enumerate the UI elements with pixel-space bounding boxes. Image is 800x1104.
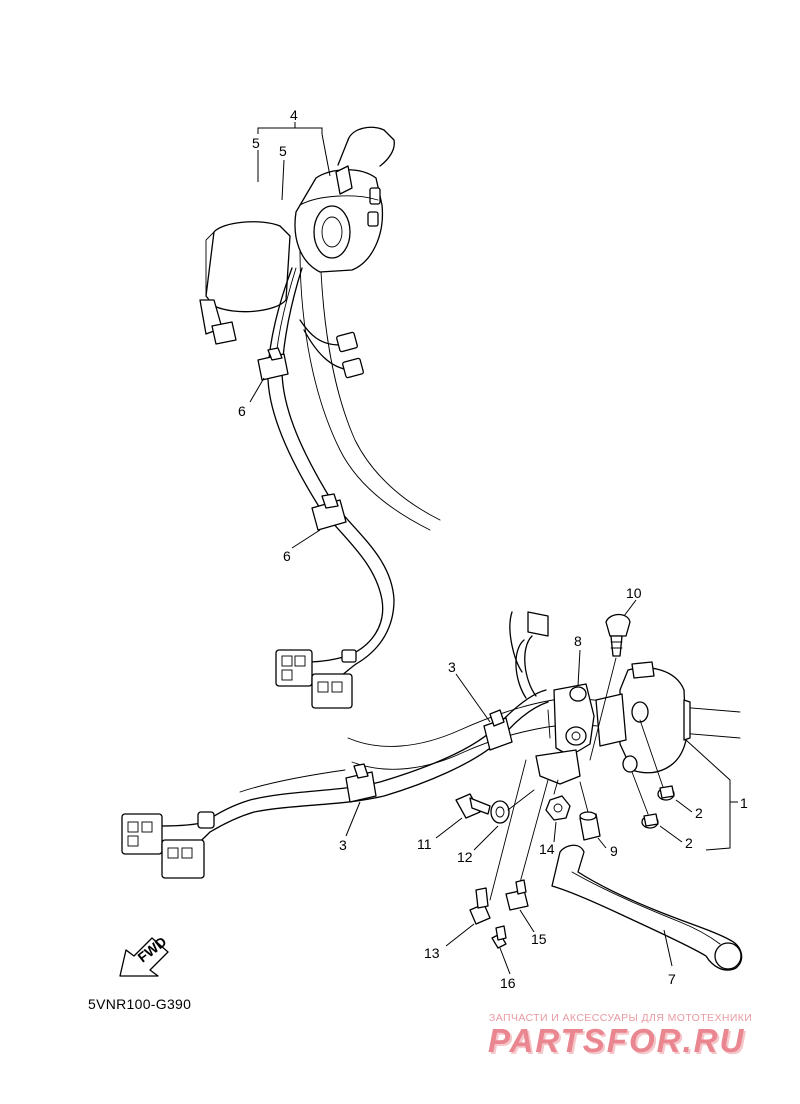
lower-handlebar — [239, 697, 741, 793]
callout-3a: 3 — [448, 659, 456, 675]
callout-5a: 5 — [252, 135, 260, 151]
right-handlebar-switch — [595, 661, 691, 774]
callout-7: 7 — [668, 971, 676, 987]
lower-wire-harness — [204, 611, 549, 833]
upper-wire-harness — [257, 267, 395, 665]
callout-16: 16 — [500, 975, 516, 991]
callout-9: 9 — [610, 843, 618, 859]
callout-3b: 3 — [339, 837, 347, 853]
clutch-switch-parts — [469, 759, 549, 949]
callout-leaders — [249, 122, 738, 975]
callout-4: 4 — [290, 107, 298, 123]
callout-labels: 1 2 2 3 3 4 5 5 6 6 7 8 9 10 11 12 13 14… — [238, 107, 748, 991]
callout-14: 14 — [539, 841, 555, 857]
fwd-arrow-icon: FWD — [119, 933, 169, 977]
callout-8: 8 — [574, 633, 582, 649]
upper-handlebar — [299, 126, 441, 531]
callout-11: 11 — [417, 836, 432, 852]
callout-2a: 2 — [695, 805, 703, 821]
upper-connectors — [275, 649, 357, 709]
clutch-lever — [551, 844, 743, 971]
callout-10: 10 — [626, 585, 642, 601]
relay-box — [199, 221, 291, 345]
lower-connectors — [121, 811, 215, 879]
callout-1: 1 — [740, 795, 748, 811]
switch-screws — [631, 719, 675, 829]
watermark-logo[interactable]: PARTSFOR.RU — [488, 1022, 746, 1059]
pivot-bolt — [589, 613, 631, 761]
callout-6b: 6 — [283, 548, 291, 564]
callout-2b: 2 — [685, 835, 693, 851]
left-handlebar-switch — [294, 165, 384, 273]
callout-13: 13 — [424, 945, 440, 961]
lever-holder — [535, 683, 595, 785]
diagram-code: 5VNR100-G390 — [88, 996, 192, 1012]
callout-6a: 6 — [238, 403, 246, 419]
watermark-tagline: ЗАПЧАСТИ И АКСЕССУАРЫ ДЛЯ МОТОТЕХНИКИ — [489, 1012, 753, 1024]
callout-5b: 5 — [279, 143, 287, 159]
nut-and-collar — [545, 779, 601, 841]
callout-12: 12 — [457, 849, 473, 865]
callout-15: 15 — [531, 931, 547, 947]
holder-bolt-and-washer — [455, 789, 535, 824]
